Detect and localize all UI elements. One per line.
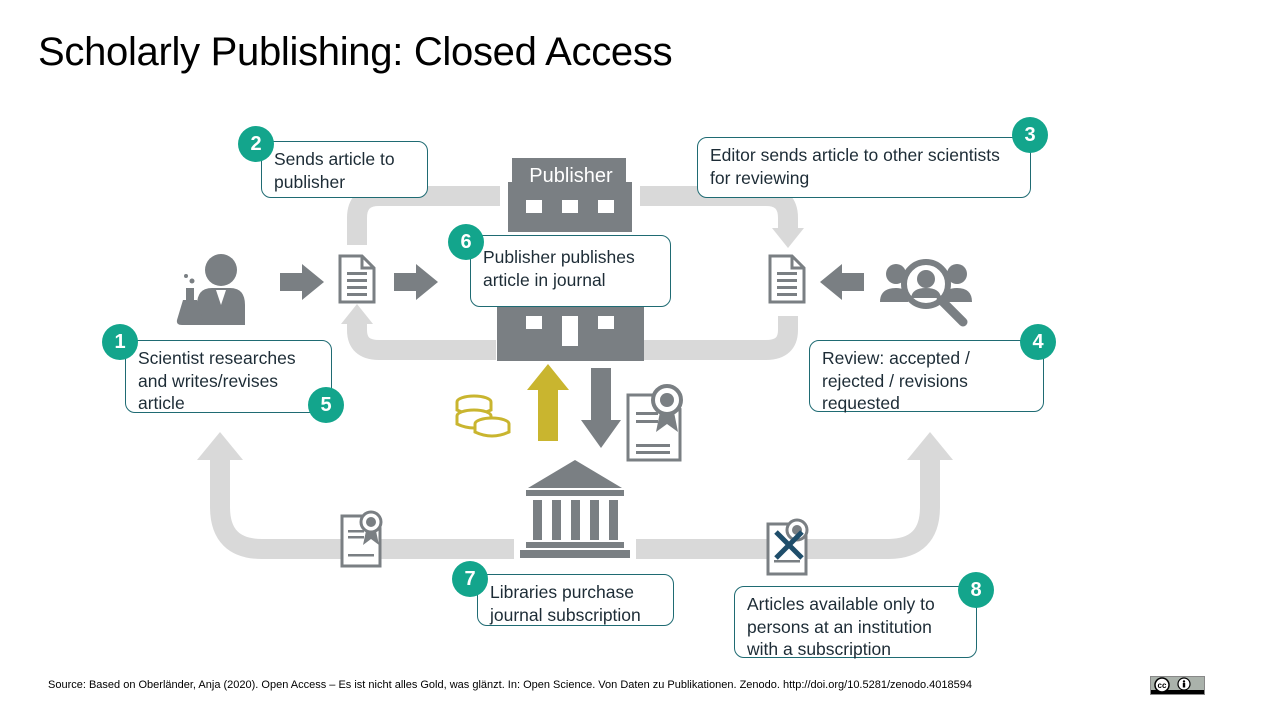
publisher-building-icon: Publisher xyxy=(497,158,644,361)
step-8-line: with a subscription xyxy=(747,639,891,659)
step-3-line: for reviewing xyxy=(710,167,810,188)
flow-arrowhead-down xyxy=(772,228,804,248)
flow-arrowhead-up-left xyxy=(197,432,243,460)
step-1-badge: 1 xyxy=(102,324,138,360)
step-6-box: Publisher publishes article in journal xyxy=(470,235,671,307)
delivery-arrow-down-icon xyxy=(581,368,621,448)
step-1-line: and writes/revises xyxy=(138,370,279,391)
certificate-small-icon xyxy=(340,510,383,568)
step-1-line: article xyxy=(138,393,185,413)
source-citation: Source: Based on Oberländer, Anja (2020)… xyxy=(48,679,972,691)
scientist-icon xyxy=(176,254,245,325)
arrow-right-icon-1 xyxy=(280,264,324,300)
step-4-line: rejected / revisions xyxy=(822,370,968,391)
step-2-badge: 2 xyxy=(238,126,274,162)
step-6-line: Publisher publishes xyxy=(483,247,635,267)
step-7-line: journal subscription xyxy=(490,604,641,625)
step-2-line: Sends article to xyxy=(274,149,395,169)
step-1-line: Scientist researches xyxy=(138,348,296,368)
step-5-badge: 5 xyxy=(308,387,344,423)
cc-by-license-graphic: cc xyxy=(1151,677,1204,694)
step-3-badge: 3 xyxy=(1012,117,1048,153)
page-title: Scholarly Publishing: Closed Access xyxy=(38,30,673,74)
step-4-line: Review: accepted / xyxy=(822,348,970,368)
payment-arrow-up-icon xyxy=(527,364,569,441)
library-icon xyxy=(520,460,630,558)
flow-arrowhead-up xyxy=(341,304,373,324)
arrow-right-icon-2 xyxy=(394,264,438,300)
step-4-line: requested xyxy=(822,393,900,413)
document-icon-review xyxy=(768,254,806,304)
step-8-box: Articles available only to persons at an… xyxy=(734,586,977,659)
step-6-badge: 6 xyxy=(448,224,484,260)
step-2-box: Sends article to publisher xyxy=(261,141,428,198)
step-7-box: Libraries purchase journal subscription xyxy=(477,574,674,626)
publisher-label: Publisher xyxy=(529,165,613,187)
svg-text:cc: cc xyxy=(1158,681,1167,690)
step-7-line: Libraries purchase xyxy=(490,582,634,602)
step-8-badge: 8 xyxy=(958,572,994,608)
step-1-box: Scientist researches and writes/revises … xyxy=(125,340,332,413)
step-4-box: Review: accepted / rejected / revisions … xyxy=(809,340,1044,413)
arrow-left-icon xyxy=(820,264,864,300)
step-3-line: Editor sends article to other scientists xyxy=(710,145,1000,165)
certificate-icon xyxy=(626,384,683,462)
cc-by-license-icon: cc xyxy=(1150,676,1205,695)
coins-icon xyxy=(455,394,511,438)
document-icon xyxy=(338,254,376,304)
step-8-line: Articles available only to xyxy=(747,594,935,614)
flow-loop-bottom-left xyxy=(210,455,514,559)
step-2-line: publisher xyxy=(274,171,346,192)
step-7-badge: 7 xyxy=(452,561,488,597)
certificate-denied-icon xyxy=(766,518,809,576)
step-3-box: Editor sends article to other scientists… xyxy=(697,137,1031,198)
flow-arrowhead-up-right xyxy=(907,432,953,460)
flow-loop-bottom-right xyxy=(636,455,940,559)
step-6-line: article in journal xyxy=(483,269,606,290)
reviewers-search-icon xyxy=(880,259,972,327)
step-4-badge: 4 xyxy=(1020,324,1056,360)
step-8-line: persons at an institution xyxy=(747,616,932,637)
